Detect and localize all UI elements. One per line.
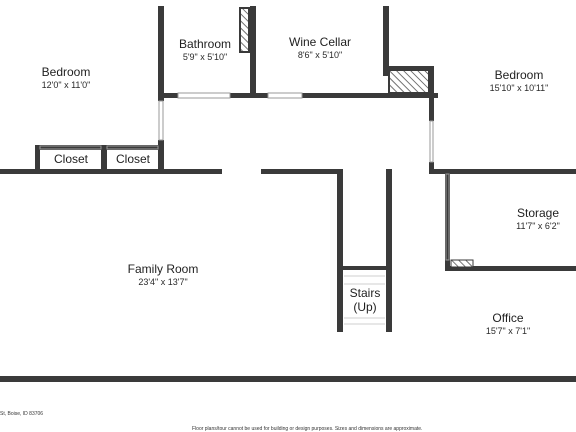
room-name: Office — [492, 311, 524, 325]
room-dimensions: 5'9" x 5'10" — [182, 52, 228, 62]
wall — [230, 93, 268, 98]
window — [106, 145, 159, 150]
room-dimensions: 8'6" x 5'10" — [297, 50, 343, 60]
footer-address: St, Boise, ID 83706 — [0, 411, 44, 417]
room-name: Bathroom — [178, 37, 232, 51]
floor-plan: Bedroom 12'0" x 11'0" Bathroom 5'9" x 5'… — [0, 6, 576, 382]
room-office: Office 15'7" x 7'1" — [486, 311, 530, 337]
wall — [35, 145, 107, 150]
wall — [158, 6, 164, 101]
wall — [261, 169, 343, 174]
window — [177, 92, 231, 99]
room-name: Wine Cellar — [288, 35, 352, 49]
wall — [0, 376, 576, 382]
wall — [386, 66, 434, 70]
room-closet-2: Closet — [116, 152, 150, 166]
wall — [429, 66, 434, 121]
wall — [386, 169, 392, 332]
room-bedroom-right: Bedroom 15'10" x 10'11" — [490, 68, 549, 94]
wall — [164, 93, 178, 98]
room-dimensions: 15'10" x 10'11" — [489, 83, 549, 93]
window — [39, 145, 102, 150]
room-wine-cellar: Wine Cellar 8'6" x 5'10" — [289, 35, 351, 61]
wall — [445, 266, 576, 271]
room-note: (Up) — [353, 300, 377, 314]
wall — [302, 93, 438, 98]
room-name: Bedroom — [41, 65, 91, 79]
wall — [343, 266, 386, 270]
room-bathroom: Bathroom 5'9" x 5'10" — [179, 37, 231, 63]
wall — [429, 162, 434, 174]
floor-plan-walls — [0, 6, 576, 382]
room-dimensions: 12'0" x 11'0" — [41, 80, 91, 90]
room-name: Stairs — [349, 286, 381, 300]
wall — [158, 140, 164, 171]
room-closet-1: Closet — [54, 152, 88, 166]
wall — [0, 169, 222, 174]
window — [429, 120, 434, 163]
room-bedroom-left: Bedroom 12'0" x 11'0" — [42, 65, 91, 91]
wall — [445, 174, 450, 271]
chase-hatch — [239, 7, 250, 53]
footer: St, Boise, ID 83706 Floor plans/tour can… — [0, 384, 576, 432]
room-dimensions: 11'7" x 6'2" — [516, 221, 560, 231]
room-dimensions: 23'4" x 13'7" — [138, 277, 188, 287]
room-storage: Storage 11'7" x 6'2" — [516, 206, 560, 232]
room-name: Closet — [53, 152, 89, 166]
room-name: Bedroom — [494, 68, 544, 82]
footer-disclaimer: Floor plans/tour cannot be used for buil… — [192, 426, 423, 432]
room-name: Storage — [516, 206, 560, 220]
wall — [337, 169, 343, 332]
room-dimensions: 15'7" x 7'1" — [485, 326, 531, 336]
window — [267, 92, 303, 99]
window — [445, 173, 450, 261]
room-family-room: Family Room 23'4" x 13'7" — [128, 262, 199, 288]
wall — [429, 169, 576, 174]
wall — [35, 145, 40, 171]
wall — [107, 145, 159, 150]
room-name: Family Room — [127, 262, 199, 276]
wall — [101, 145, 107, 171]
chase-hatch — [450, 259, 474, 268]
wall — [383, 6, 389, 76]
room-stairs: Stairs (Up) — [350, 286, 381, 314]
window — [158, 100, 164, 141]
room-name: Closet — [115, 152, 151, 166]
chase-hatch — [388, 69, 430, 94]
wall — [250, 6, 256, 97]
